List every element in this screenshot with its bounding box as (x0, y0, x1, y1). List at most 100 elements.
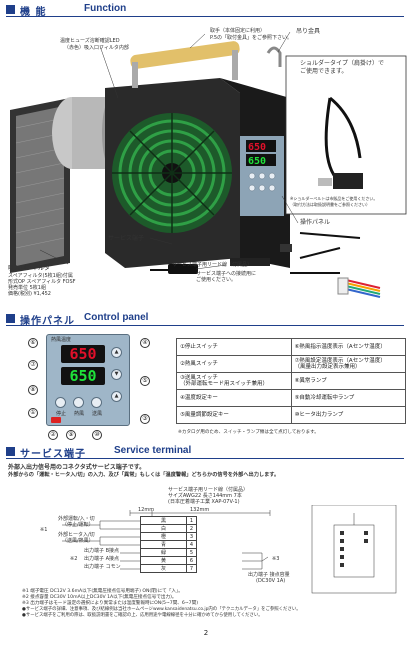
shoulder-callout-2: ご使用できます。 (300, 68, 348, 75)
intake-filter-callout: 吸入口フィルタ (8, 265, 50, 272)
wire-color: 緑 (140, 548, 187, 557)
panel-label: 熱風温度 (51, 337, 72, 343)
legend-cell: ④温度設定キー (176, 389, 292, 407)
callout-5: ⑤ (140, 376, 150, 386)
section-bullet (6, 5, 15, 14)
callout-10: ⑩ (92, 430, 102, 440)
callout-2: ② (48, 430, 58, 440)
service-title-jp: サービス端子 (20, 449, 86, 460)
control-title-jp: 操作パネル (20, 316, 75, 327)
wire-num: 2 (186, 524, 197, 533)
section-bullet (6, 314, 15, 323)
lead-title-3: (日本圧着端子工業 XAP-07V-1) (168, 499, 240, 505)
out-a-label: 出力端子 A接点 (84, 556, 120, 562)
service-terminal-callout: サービス端子 (108, 235, 145, 242)
blow-button[interactable] (91, 397, 102, 408)
handle-sub: P.5の「取付金具」をご参照下さい。 (210, 35, 293, 41)
wire-num: 3 (186, 532, 197, 541)
callout-4: ④ (140, 338, 150, 348)
fuse-led-callout: 温度ヒューズ溶断確認LED (60, 38, 120, 44)
temp-down-key[interactable]: ▼ (111, 369, 122, 380)
callout-9: ⑨ (66, 430, 76, 440)
wire-num: 5 (186, 548, 197, 557)
filter-spec-4: 価格(税別) ¥1,452 (8, 291, 51, 297)
wire-num: 4 (186, 540, 197, 549)
wire-color: 灰 (140, 564, 187, 573)
wire-num: 6 (186, 556, 197, 565)
wire-color: 橙 (140, 532, 187, 541)
service-note-4: ●サービス端子の詳細、注意事項、及び結線例は当社ホームページwww.kansai… (22, 607, 301, 612)
control-section-header: 操作パネル Control panel (6, 312, 404, 327)
mark-1: ※1 (40, 527, 48, 533)
section-rule (6, 325, 404, 326)
control-panel-callout: 操作パネル (300, 219, 331, 226)
heater-in-label: 外部ヒータ入/切 (58, 532, 95, 538)
mark-2: ※2 (70, 556, 78, 562)
product-illustration: 650 650 (10, 31, 407, 298)
shoulder-note-1: ※ショルダーベルトは市販品をご使用ください。 (290, 196, 378, 201)
service-note-2: ※2 接点容量 DC30V 10mA以上DC30V 1A以下(無電圧接点信号で出… (22, 595, 177, 600)
wire-color: 青 (140, 540, 187, 549)
legend-cell: ③送風スイッチ （外部運転モード用スイッチ兼用） (176, 372, 292, 390)
panel-display-bottom: 650 (61, 367, 105, 385)
dim-12mm: 12mm (138, 507, 155, 513)
lead-wire-sub-2: ご使用ください。 (196, 277, 237, 283)
callout-8: ⑧ (28, 385, 38, 395)
function-section-header: 機 能 Function (6, 3, 404, 18)
control-panel-diagram: 熱風温度 650 650 ▲ ▼ ▲ 停止 熱風 送風 (46, 334, 130, 426)
callout-7: ⑦ (28, 360, 38, 370)
service-note-1: ※1 端子電圧 DC12V 3.6mA以下(無電圧接点信号用端子) ON(閉)に… (22, 589, 183, 594)
hot-air-button-label: 熱風 (74, 411, 85, 417)
section-rule (6, 458, 404, 459)
function-title-en: Function (84, 3, 127, 14)
wire-num: 7 (186, 564, 197, 573)
contact-cap: 出力端子 接点容量 (248, 572, 290, 578)
service-intro-2: 外部からの「運転・ヒータ入/切」の入力、及び「異常」もしくは「温度警報」どちらか… (8, 472, 280, 478)
control-note: ※カタログ用のため、スイッチ・ランプ類は全て点灯しております。 (178, 430, 319, 435)
control-title-en: Control panel (84, 312, 149, 323)
legend-cell: ②熱風スイッチ (176, 355, 292, 373)
shoulder-note-2: （取付方法は取扱説明書をご参照ください） (290, 202, 370, 207)
legend-cell: ①停止スイッチ (176, 338, 292, 356)
filter-spec-3: 発売単位 5枚1組 (8, 285, 46, 291)
mark-3: ※3 (272, 556, 280, 562)
stop-button[interactable] (55, 397, 66, 408)
function-title-jp: 機 能 (20, 7, 47, 18)
shoulder-callout-1: ショルダータイプ（肩掛け）で (300, 60, 385, 67)
legend-cell: ⑨自動冷却運転中ランプ (290, 389, 406, 407)
callout-1: ① (28, 408, 38, 418)
service-intro-1: 外部入出力信号用のコネクタ式サービス端子です。 (8, 464, 146, 471)
temp-up-key[interactable]: ▲ (111, 347, 122, 358)
panel-display-top: 650 (61, 345, 105, 363)
wire-color: 白 (140, 524, 187, 533)
run-in-sub: （停止/運転） (62, 522, 94, 528)
handle-callout: 取手（本体固定に利用） (210, 28, 266, 34)
fan-illustration (112, 113, 232, 233)
fuse-led-sub: （赤色）吸入口フィルタ内部 (64, 45, 129, 51)
dim-132mm: 132mm (190, 507, 210, 513)
wire-color: 黄 (140, 556, 187, 565)
device-display-top: 650 (248, 142, 266, 153)
handle-illustration (130, 41, 240, 88)
wiring-diagram (62, 505, 397, 594)
airflow-key[interactable]: ▲ (111, 391, 122, 402)
filter-spec-2: 形式OP スペアフィルタ FOSF (8, 279, 76, 285)
filter-spec-1: スペアフィルタ(5枚1組)付属 (8, 273, 73, 279)
device-display-bottom: 650 (248, 156, 266, 167)
legend-cell: ⑧異常ランプ (290, 372, 406, 390)
hot-air-button[interactable] (73, 397, 84, 408)
callout-3: ③ (140, 414, 150, 424)
out-b-label: 出力端子 B接点 (84, 548, 120, 554)
stop-button-label: 停止 (56, 411, 67, 417)
heater-in-sub: （送風/熱風） (62, 538, 94, 544)
section-bullet (6, 447, 15, 456)
page-number: 2 (203, 629, 209, 637)
wire-num: 1 (186, 516, 197, 525)
service-title-en: Service terminal (114, 445, 192, 456)
shoulder-strap-illustration (318, 96, 363, 189)
legend-cell: ⑥熱風指示温度表示（Aセンサ温度） (290, 338, 406, 356)
legend-cell: ⑩ヒータ出力ランプ (290, 406, 406, 424)
hanger-callout: 吊り金具 (296, 28, 321, 35)
